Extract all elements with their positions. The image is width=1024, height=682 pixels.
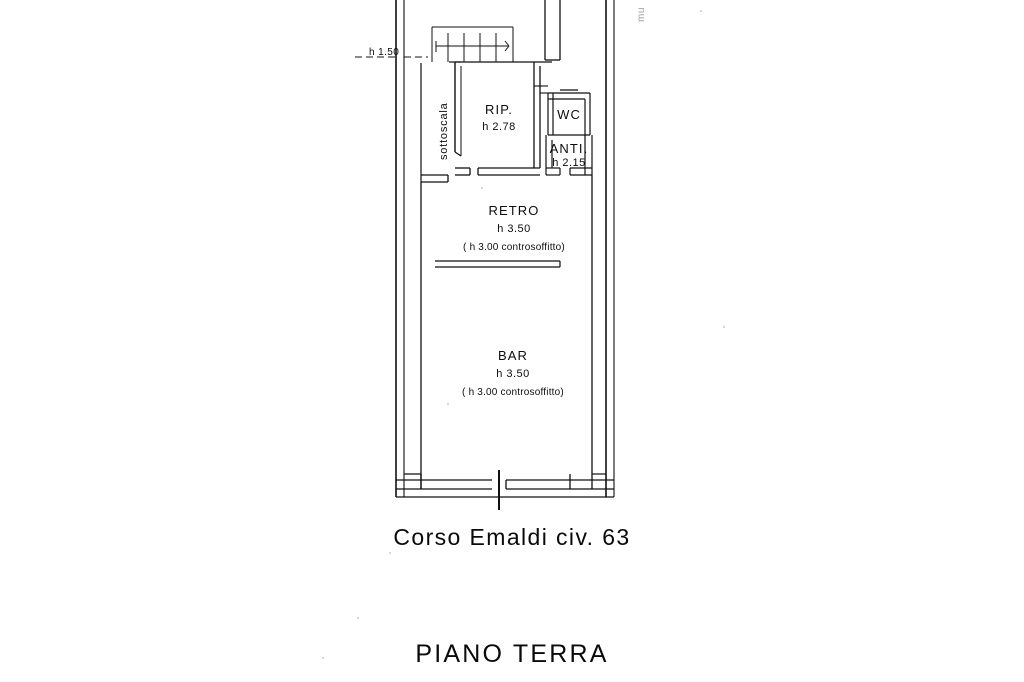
room-walls-anti [545, 135, 593, 176]
scan-speckle [447, 403, 449, 405]
floor-title: PIANO TERRA [415, 640, 609, 668]
wall-connector-rip-wc [534, 85, 548, 94]
wall-left-outer [395, 0, 405, 497]
street-caption: Corso Emaldi civ. 63 [393, 524, 631, 550]
room-height-rip: h 2.78 [482, 121, 516, 133]
label-stair-height: h 1.50 [369, 47, 400, 58]
wall-right-outer [605, 0, 615, 497]
room-subnote-retro: ( h 3.00 controsoffitto) [463, 242, 565, 253]
room-height-retro: h 3.50 [497, 223, 531, 235]
scan-speckle [481, 187, 483, 189]
sottoscala-enclosure [420, 61, 462, 182]
staircase-treads [431, 26, 514, 62]
room-label-rip: RIP. [484, 102, 514, 117]
scan-speckle [322, 657, 324, 659]
room-label-wc: WC [557, 107, 581, 122]
room-subnote-bar: ( h 3.00 controsoffitto) [462, 387, 564, 398]
room-height-anti: h 2.15 [552, 157, 586, 169]
partition-retro-bar [435, 260, 561, 268]
wall-bottom-shopfront [396, 470, 614, 510]
scan-speckle [723, 326, 725, 328]
scan-speckle [700, 10, 702, 12]
label-sottoscala: sottoscala [438, 102, 450, 160]
room-height-bar: h 3.50 [496, 368, 530, 380]
room-walls-rip [421, 62, 541, 183]
scan-speckle [357, 617, 359, 619]
room-label-anti: ANTI. [549, 141, 589, 156]
room-walls-wc [547, 89, 591, 136]
room-label-bar: BAR [497, 348, 529, 363]
scan-speckle [389, 552, 391, 554]
upper-structure [455, 0, 561, 63]
room-label-retro: RETRO [488, 203, 540, 218]
label-edge-partial-text: mu [636, 7, 647, 22]
